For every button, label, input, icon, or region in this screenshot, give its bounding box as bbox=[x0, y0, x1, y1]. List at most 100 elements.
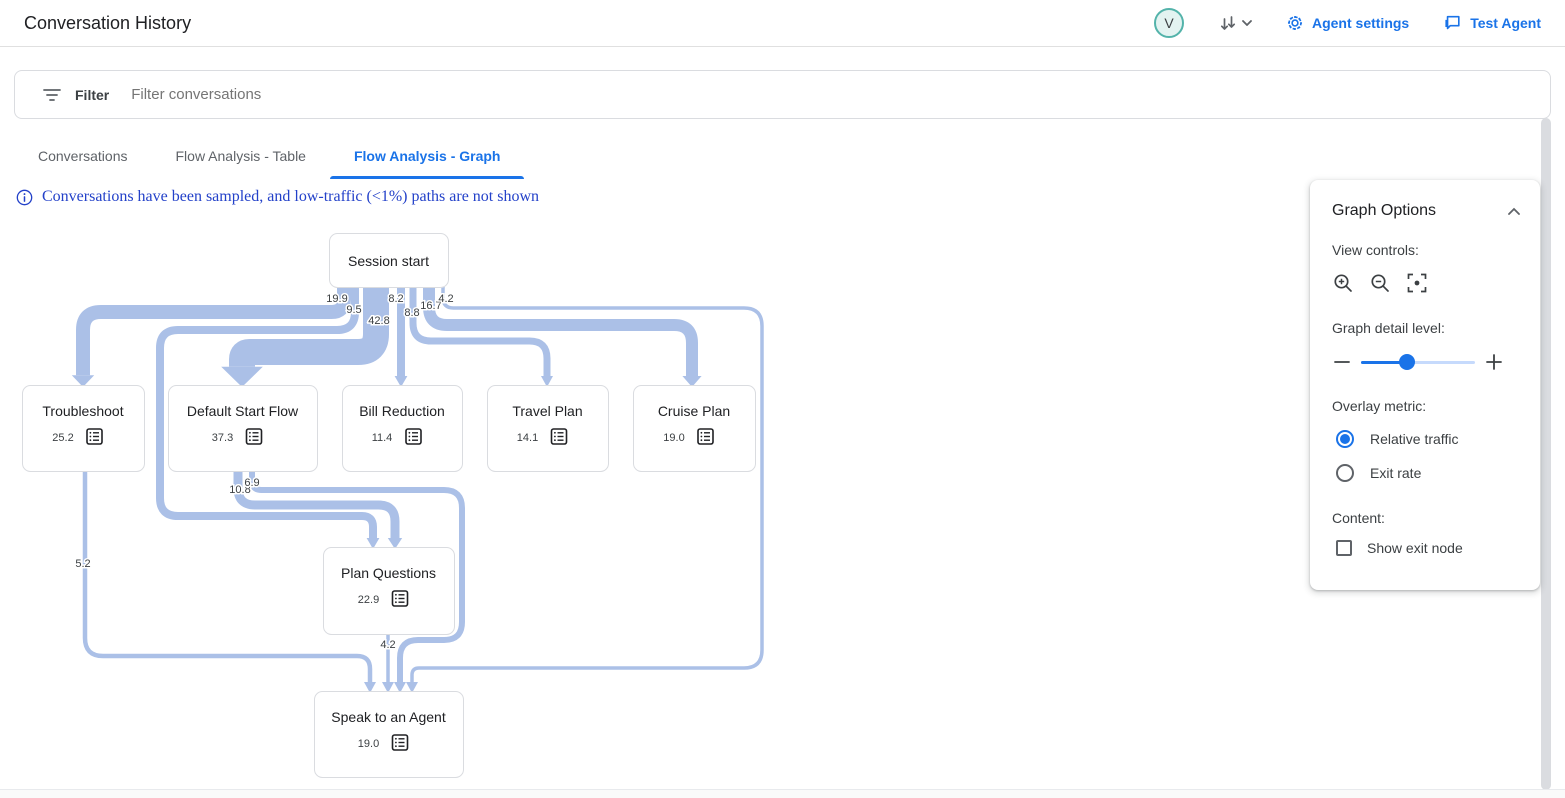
edge-weight-label: 19.9 bbox=[326, 293, 347, 305]
edge-weight-label: 16.7 bbox=[420, 300, 441, 312]
radio-relative-traffic[interactable]: Relative traffic bbox=[1336, 430, 1520, 448]
list-icon bbox=[391, 590, 409, 607]
flow-node-session-start[interactable]: Session start bbox=[329, 233, 449, 288]
node-value: 19.0 bbox=[663, 432, 684, 444]
node-title: Default Start Flow bbox=[187, 403, 299, 419]
view-controls-label: View controls: bbox=[1332, 242, 1419, 258]
edge-weight-label: 8.2 bbox=[388, 293, 403, 305]
center-focus-button[interactable] bbox=[1406, 272, 1428, 294]
node-box bbox=[342, 385, 463, 472]
avatar[interactable]: V bbox=[1153, 8, 1184, 38]
filter-bar[interactable]: Filter bbox=[14, 70, 1551, 119]
checkbox-label: Show exit node bbox=[1367, 540, 1463, 556]
arrow-head bbox=[387, 538, 403, 549]
chat-icon bbox=[1445, 15, 1460, 30]
flow-node-default-start-flow[interactable]: Default Start Flow 37.3 bbox=[168, 385, 318, 472]
flow-edge-troubleshoot-to-speak-to-an-agent bbox=[82, 471, 373, 682]
tab-flow-analysis-table[interactable]: Flow Analysis - Table bbox=[175, 148, 306, 164]
node-value: 14.1 bbox=[517, 432, 538, 444]
bottom-strip bbox=[0, 789, 1565, 798]
edge-weight-label: 10.8 bbox=[229, 484, 250, 496]
flow-edge-session-start-to-default-start-flow bbox=[229, 287, 389, 367]
tab-conversations[interactable]: Conversations bbox=[38, 148, 128, 164]
flow-edge-session-start-to-travel-plan bbox=[409, 287, 551, 376]
page-title: Conversation History bbox=[24, 12, 192, 33]
list-icon bbox=[86, 428, 103, 445]
list-icon bbox=[391, 734, 409, 751]
test-agent-label: Test Agent bbox=[1470, 15, 1541, 31]
slider-thumb[interactable] bbox=[1398, 354, 1415, 370]
edge-weight-label: 4.2 bbox=[380, 639, 395, 651]
arrow-head bbox=[394, 682, 406, 693]
radio-label: Exit rate bbox=[1370, 465, 1422, 481]
vertical-scrollbar[interactable] bbox=[1541, 118, 1551, 790]
node-box bbox=[329, 233, 449, 288]
arrow-head bbox=[541, 376, 553, 387]
edge-weight-label: 42.8 bbox=[368, 315, 389, 327]
node-box bbox=[633, 385, 756, 472]
zoom-out-button[interactable] bbox=[1369, 272, 1391, 294]
node-title: Speak to an Agent bbox=[331, 709, 446, 725]
flow-graph-canvas[interactable]: 19.99.542.88.28.816.74.210.86.95.24.2Ses… bbox=[0, 225, 800, 795]
detail-decrease-button[interactable] bbox=[1332, 352, 1352, 372]
node-value: 22.9 bbox=[358, 594, 379, 606]
detail-increase-button[interactable] bbox=[1484, 352, 1504, 372]
radio-icon bbox=[1336, 430, 1354, 448]
arrow-head bbox=[682, 376, 702, 387]
gear-icon bbox=[1287, 15, 1303, 31]
node-box bbox=[487, 385, 609, 472]
tab-flow-analysis-graph[interactable]: Flow Analysis - Graph bbox=[329, 133, 525, 179]
node-title: Bill Reduction bbox=[359, 403, 445, 419]
show-exit-node-toggle[interactable]: Show exit node bbox=[1336, 540, 1520, 556]
edge-weight-label: 9.5 bbox=[346, 304, 361, 316]
flow-edge-session-start-to-cruise-plan bbox=[423, 287, 698, 376]
graph-detail-slider[interactable] bbox=[1361, 354, 1475, 370]
edge-weight-label: 6.9 bbox=[244, 477, 259, 489]
test-agent-button[interactable]: Test Agent bbox=[1443, 14, 1541, 32]
filter-conversations-input[interactable] bbox=[131, 86, 1550, 103]
node-title: Troubleshoot bbox=[42, 403, 123, 419]
arrow-head bbox=[394, 376, 408, 387]
node-value: 19.0 bbox=[358, 738, 379, 750]
flow-edge-default-start-flow-to-plan-questions bbox=[233, 471, 400, 538]
arrow-head bbox=[364, 682, 376, 693]
agent-settings-button[interactable]: Agent settings bbox=[1286, 14, 1409, 32]
collapse-panel-button[interactable] bbox=[1508, 207, 1520, 215]
list-icon bbox=[697, 428, 714, 445]
flow-edge-session-start-to-speak-to-an-agent bbox=[410, 287, 764, 682]
node-box bbox=[314, 691, 464, 778]
info-icon bbox=[16, 189, 33, 205]
agent-settings-label: Agent settings bbox=[1311, 15, 1410, 31]
edge-weight-label: 5.2 bbox=[75, 558, 90, 570]
chevron-down-icon bbox=[1242, 20, 1252, 26]
flow-edge-default-start-flow-to-speak-to-an-agent bbox=[249, 471, 465, 682]
avatar-initial: V bbox=[1164, 15, 1174, 31]
radio-icon bbox=[1336, 464, 1354, 482]
graph-options-title: Graph Options bbox=[1332, 202, 1437, 219]
flow-edge-session-start-to-plan-questions bbox=[156, 287, 377, 538]
arrow-head bbox=[221, 366, 263, 387]
filter-icon bbox=[43, 88, 61, 101]
sort-arrows-icon bbox=[1220, 16, 1236, 30]
node-value: 37.3 bbox=[212, 432, 233, 444]
list-icon bbox=[245, 428, 263, 445]
list-icon bbox=[405, 428, 422, 445]
arrow-head bbox=[406, 682, 418, 693]
flow-node-speak-to-an-agent[interactable]: Speak to an Agent 19.0 bbox=[314, 691, 464, 778]
node-title: Session start bbox=[348, 253, 429, 269]
node-value: 11.4 bbox=[372, 432, 393, 444]
filter-label: Filter bbox=[75, 86, 110, 103]
flow-node-bill-reduction[interactable]: Bill Reduction 11.4 bbox=[342, 385, 463, 472]
zoom-in-button[interactable] bbox=[1332, 272, 1354, 294]
radio-exit-rate[interactable]: Exit rate bbox=[1336, 464, 1520, 482]
checkbox-icon bbox=[1336, 540, 1352, 556]
overlay-metric-label: Overlay metric: bbox=[1332, 398, 1427, 414]
sampling-notice: Conversations have been sampled, and low… bbox=[16, 188, 539, 206]
graph-detail-label: Graph detail level: bbox=[1332, 320, 1445, 336]
sort-order-button[interactable] bbox=[1218, 13, 1252, 33]
content-label: Content: bbox=[1332, 510, 1385, 526]
